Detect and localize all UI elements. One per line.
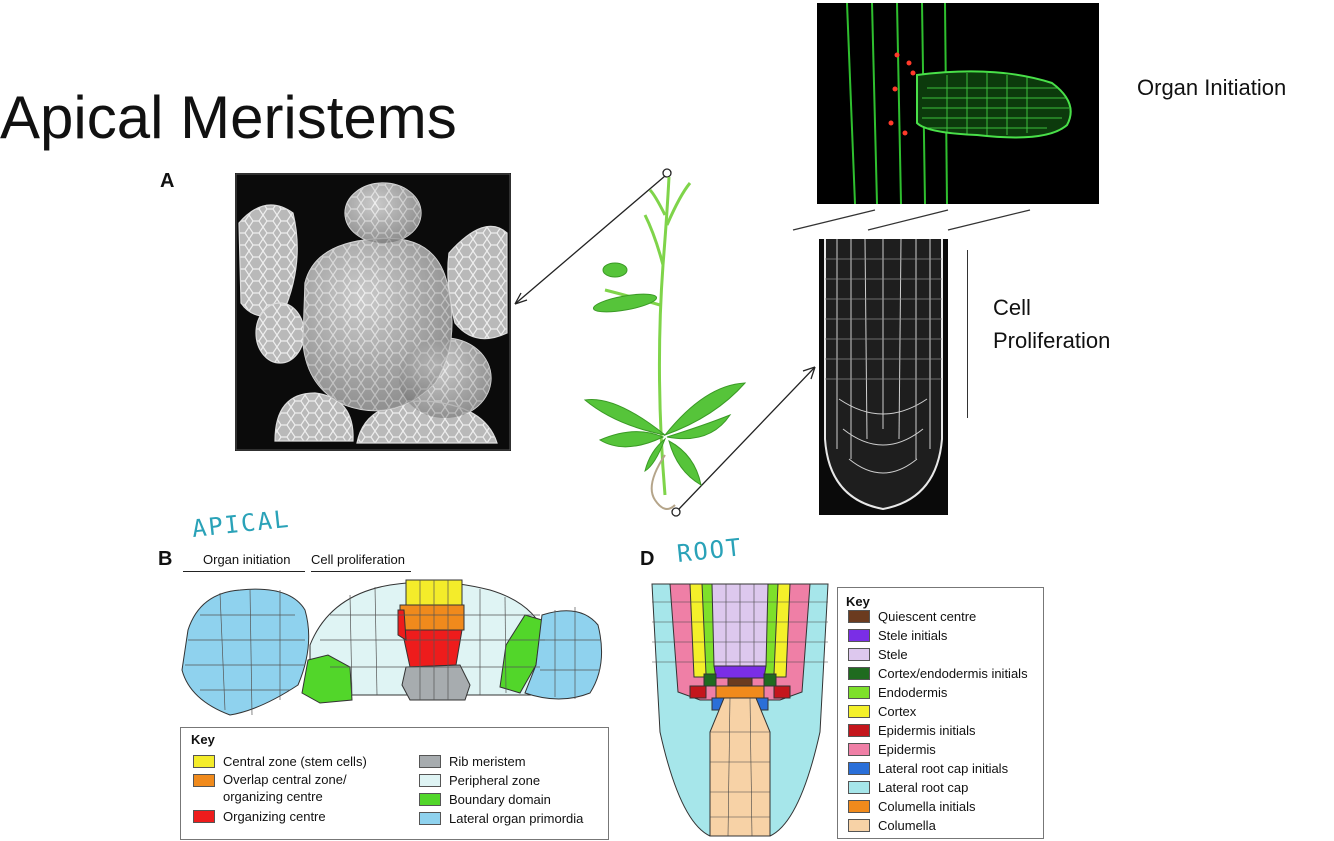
root-key-items: Quiescent centre Stele initials Stele Co… (848, 607, 1043, 835)
swatch-epidermis (848, 743, 870, 756)
swatch-overlap (193, 774, 215, 787)
key-label: Quiescent centre (878, 609, 977, 624)
organ-initiation-label: Organ Initiation (1137, 75, 1287, 100)
key-item-cortex: Cortex (848, 702, 1043, 721)
key-label: Epidermis (878, 742, 936, 757)
swatch-stele-initials (848, 629, 870, 642)
shoot-key-title: Key (191, 732, 215, 747)
key-item-organizing-centre: Organizing centre (193, 807, 403, 826)
connector-strokes (792, 209, 1031, 231)
cell-proliferation-label-line2: Proliferation (993, 328, 1111, 353)
key-label: Organizing centre (223, 809, 326, 824)
key-label: Stele (878, 647, 908, 662)
key-label: Cortex/endodermis initials (878, 666, 1028, 681)
key-label: Lateral root cap initials (878, 761, 1009, 776)
key-label: Epidermis initials (878, 723, 976, 738)
swatch-endodermis (848, 686, 870, 699)
key-item-overlap: Overlap central zone/ organizing centre (193, 771, 403, 807)
key-item-central-zone: Central zone (stem cells) (193, 752, 403, 771)
key-item-endodermis: Endodermis (848, 683, 1043, 702)
shoot-key: Key Central zone (stem cells) Overlap ce… (180, 727, 609, 840)
root-tip-image (819, 239, 948, 515)
swatch-stele (848, 648, 870, 661)
key-item-stele-initials: Stele initials (848, 626, 1043, 645)
panel-d-letter: D (640, 548, 655, 570)
swatch-peripheral-zone (419, 774, 441, 787)
swatch-columella (848, 819, 870, 832)
key-label: Rib meristem (449, 754, 526, 769)
root-annotation: ROOT (675, 533, 744, 568)
heading-underline-left (183, 571, 305, 572)
swatch-rib-meristem (419, 755, 441, 768)
cell-proliferation-heading: Cell proliferation (311, 552, 405, 567)
root-key: Key Quiescent centre Stele initials Stel… (837, 587, 1044, 839)
swatch-boundary-domain (419, 793, 441, 806)
swatch-organizing-centre (193, 810, 215, 823)
plant-illustration (514, 168, 816, 517)
swatch-cortex (848, 705, 870, 718)
key-label: Central zone (stem cells) (223, 754, 367, 769)
key-label: Lateral organ primordia (449, 811, 584, 826)
heading-underline-right (311, 571, 411, 572)
root-key-title: Key (846, 594, 870, 609)
key-label: Stele initials (878, 628, 948, 643)
key-label: Endodermis (878, 685, 948, 700)
swatch-lateral-root-cap (848, 781, 870, 794)
proliferation-bracket (967, 250, 968, 418)
root-zone-diagram (651, 583, 829, 837)
shoot-meristem-micrograph (235, 173, 511, 451)
key-item-columella: Columella (848, 816, 1043, 835)
key-label: Lateral root cap (878, 780, 969, 795)
key-label: Columella (878, 818, 936, 833)
key-label: Overlap central zone/ organizing centre (223, 772, 347, 804)
key-item-quiescent-centre: Quiescent centre (848, 607, 1043, 626)
slide-title: Apical Meristems (0, 84, 457, 151)
lateral-root-initiation-image (817, 3, 1099, 204)
key-item-stele: Stele (848, 645, 1043, 664)
key-item-lateral-root-cap: Lateral root cap (848, 778, 1043, 797)
swatch-quiescent-centre (848, 610, 870, 623)
swatch-epidermis-initials (848, 724, 870, 737)
panel-b-letter: B (158, 548, 173, 570)
key-item-lateral-organ-primordia: Lateral organ primordia (419, 809, 604, 828)
key-item-cortex-endodermis-initials: Cortex/endodermis initials (848, 664, 1043, 683)
swatch-cortex-endodermis-initials (848, 667, 870, 680)
key-label: Columella initials (878, 799, 976, 814)
swatch-central-zone (193, 755, 215, 768)
key-label: Cortex (878, 704, 917, 719)
swatch-lateral-organ-primordia (419, 812, 441, 825)
swatch-lateral-root-cap-initials (848, 762, 870, 775)
cell-proliferation-label-line1: Cell (993, 295, 1031, 320)
pointer-arrows (514, 168, 816, 517)
key-item-rib-meristem: Rib meristem (419, 752, 604, 771)
organ-initiation-heading: Organ initiation (203, 552, 291, 567)
key-item-columella-initials: Columella initials (848, 797, 1043, 816)
key-item-lateral-root-cap-initials: Lateral root cap initials (848, 759, 1043, 778)
panel-a-letter: A (160, 170, 175, 192)
apical-annotation: APICAL (190, 504, 292, 543)
key-label: Peripheral zone (449, 773, 541, 788)
shoot-meristem-zone-diagram (181, 579, 603, 716)
shoot-key-col-right: Rib meristem Peripheral zone Boundary do… (419, 752, 604, 828)
key-item-peripheral-zone: Peripheral zone (419, 771, 604, 790)
shoot-key-col-left: Central zone (stem cells) Overlap centra… (193, 752, 403, 826)
swatch-columella-initials (848, 800, 870, 813)
key-label: Boundary domain (449, 792, 551, 807)
key-item-boundary-domain: Boundary domain (419, 790, 604, 809)
key-item-epidermis: Epidermis (848, 740, 1043, 759)
key-item-epidermis-initials: Epidermis initials (848, 721, 1043, 740)
